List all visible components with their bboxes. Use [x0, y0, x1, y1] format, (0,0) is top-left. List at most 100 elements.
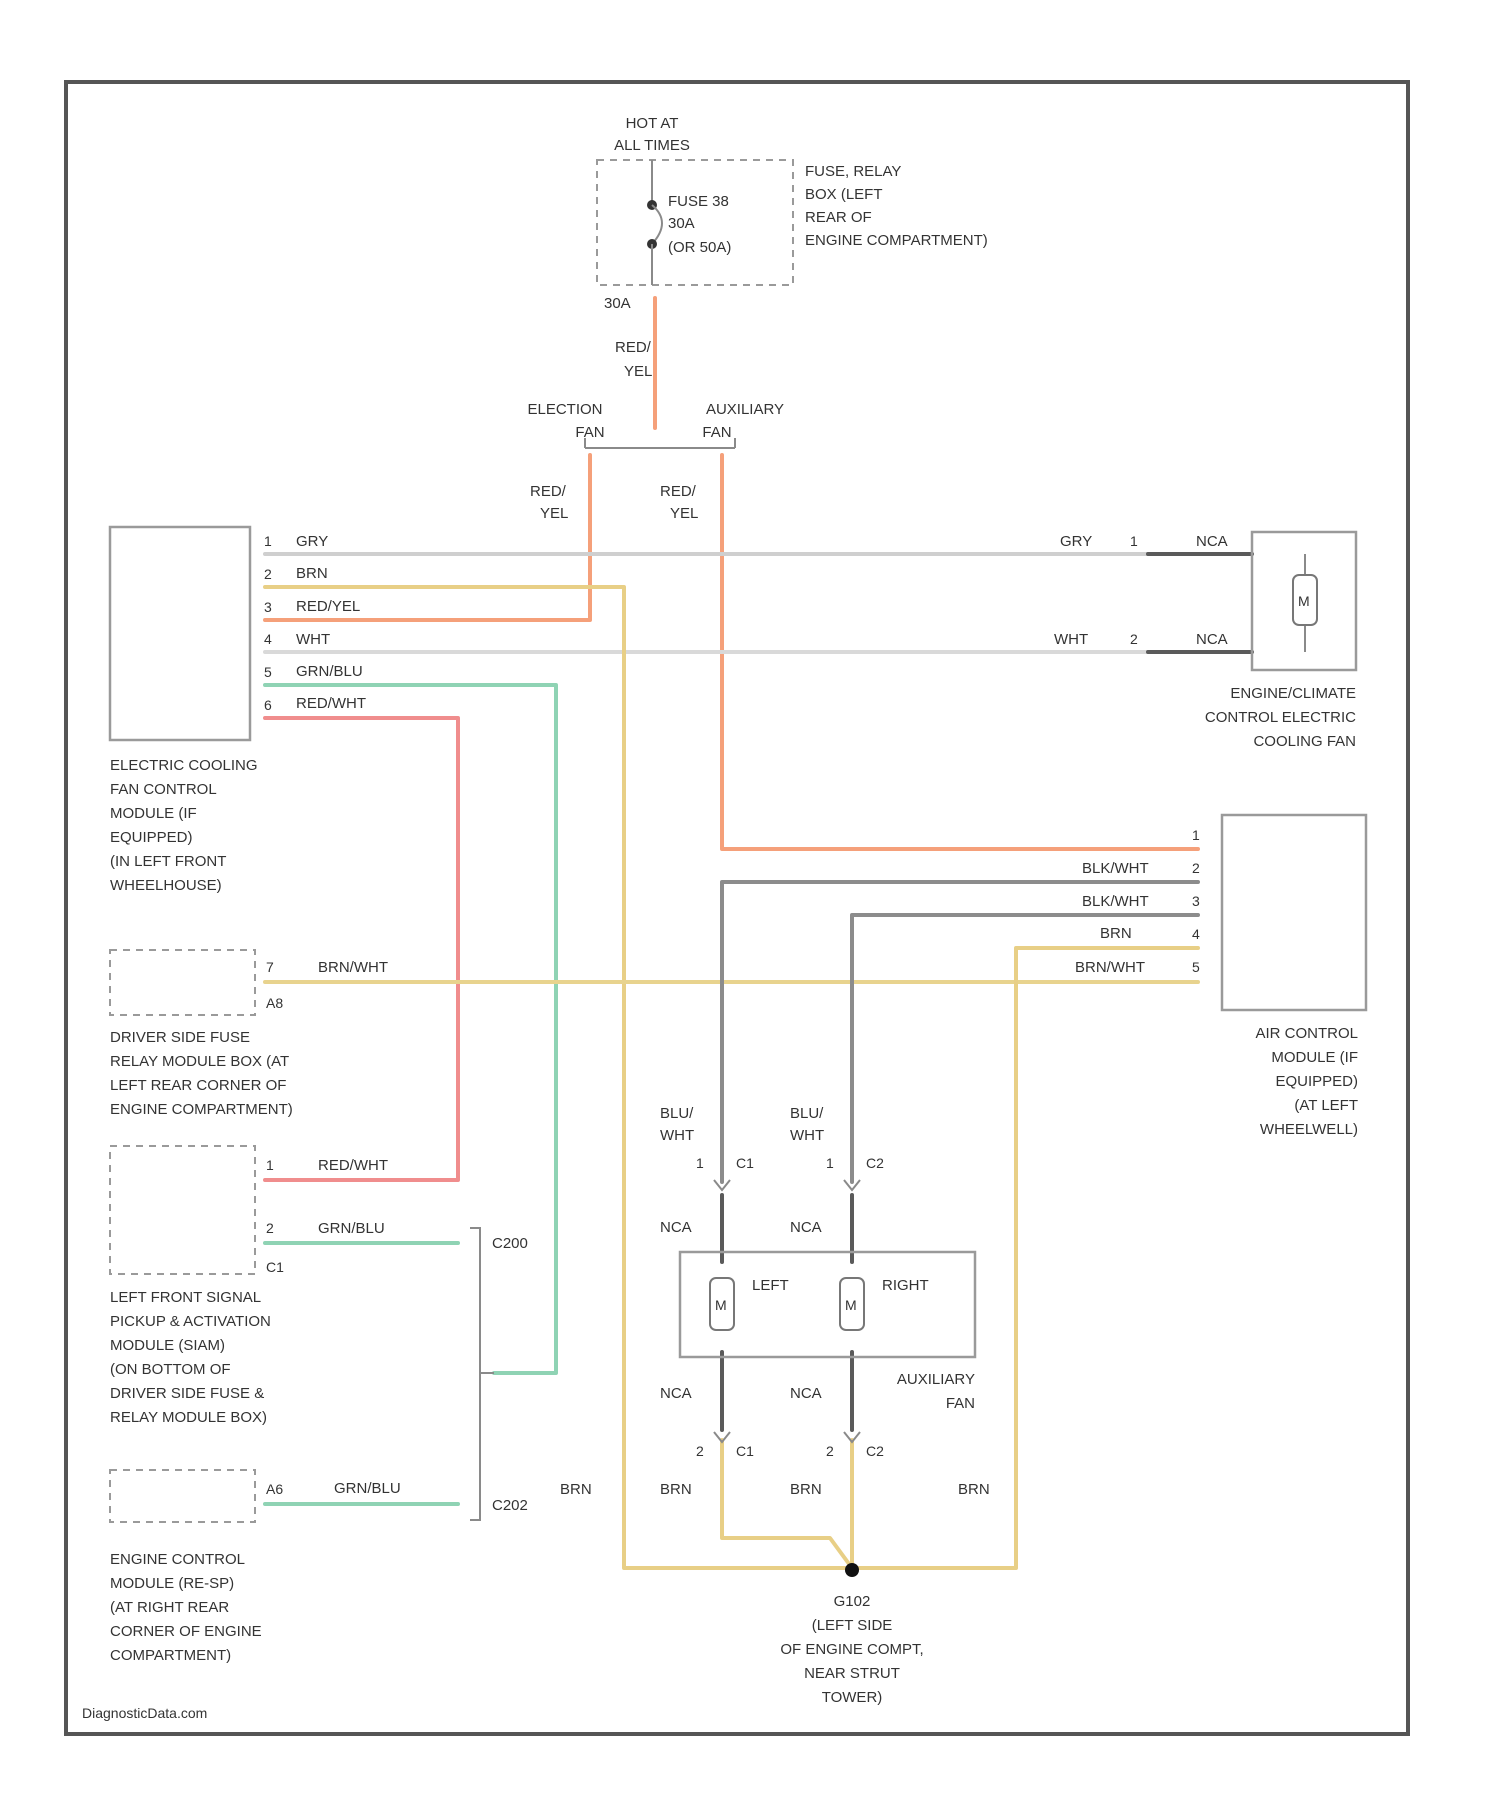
fuse-name: FUSE 38: [668, 193, 729, 210]
svg-text:LEFT FRONT SIGNAL: LEFT FRONT SIGNAL: [110, 1289, 261, 1306]
svg-text:WHEELHOUSE): WHEELHOUSE): [110, 877, 222, 894]
ground-g102: G102 (LEFT SIDE OF ENGINE COMPT, NEAR ST…: [780, 1563, 923, 1706]
air-control-module: 1 2 3 4 5 AIR CONTROL MODULE (IF EQUIPPE…: [1192, 815, 1366, 1138]
svg-text:2: 2: [1192, 860, 1200, 876]
wire-label-nca-fan-2: NCA: [1196, 631, 1228, 648]
svg-text:7: 7: [266, 959, 274, 975]
wire-label-gry-left: GRY: [296, 533, 328, 550]
wire-label-red-yel-left-2: YEL: [540, 505, 568, 522]
svg-text:AIR CONTROL: AIR CONTROL: [1255, 1025, 1358, 1042]
splice-left-2: FAN: [575, 424, 604, 441]
footer-watermark: DiagnosticData.com: [82, 1705, 207, 1721]
svg-text:WHEELWELL): WHEELWELL): [1260, 1121, 1358, 1138]
splice-right-2: FAN: [702, 424, 731, 441]
wire-label-blu-wht-right-1: BLU/: [790, 1105, 824, 1122]
svg-text:C1: C1: [736, 1443, 754, 1459]
fuse-box-outline: [597, 160, 793, 285]
svg-text:2: 2: [826, 1443, 834, 1459]
svg-text:M: M: [715, 1297, 727, 1313]
svg-text:4: 4: [1192, 926, 1200, 942]
wire-label-red-wht-bottom: RED/WHT: [318, 1157, 388, 1174]
wire-brn-ecfm: [265, 587, 852, 1568]
wire-label-wht-right: WHT: [1054, 631, 1088, 648]
wire-label-grn-blu-ecfm: GRN/BLU: [296, 663, 363, 680]
svg-text:1: 1: [264, 533, 272, 549]
svg-text:DRIVER SIDE FUSE &: DRIVER SIDE FUSE &: [110, 1385, 264, 1402]
wire-label-nca-4: NCA: [790, 1385, 822, 1402]
svg-text:3: 3: [264, 599, 272, 615]
svg-text:DRIVER SIDE FUSE: DRIVER SIDE FUSE: [110, 1029, 250, 1046]
auxiliary-fan: M M LEFT RIGHT AUXILIARY FAN: [680, 1252, 975, 1412]
svg-text:CONTROL ELECTRIC: CONTROL ELECTRIC: [1205, 709, 1356, 726]
svg-text:3: 3: [1192, 893, 1200, 909]
svg-text:NEAR STRUT: NEAR STRUT: [804, 1665, 900, 1682]
svg-text:ENGINE CONTROL: ENGINE CONTROL: [110, 1551, 245, 1568]
wire-label-blk-wht-1: BLK/WHT: [1082, 860, 1149, 877]
engine-control-module: A6 ENGINE CONTROL MODULE (RE-SP) (AT RIG…: [110, 1470, 283, 1664]
wire-label-red-yel-ecfm: RED/YEL: [296, 598, 360, 615]
svg-text:AUXILIARY: AUXILIARY: [897, 1371, 975, 1388]
svg-text:MODULE (SIAM): MODULE (SIAM): [110, 1337, 225, 1354]
wire-label-nca-1: NCA: [660, 1219, 692, 1236]
wire-label-red-yel-top-1: RED/: [615, 339, 652, 356]
svg-text:(LEFT SIDE: (LEFT SIDE: [812, 1617, 893, 1634]
svg-text:MODULE (IF: MODULE (IF: [1271, 1049, 1358, 1066]
wire-label-blk-wht-2: BLK/WHT: [1082, 893, 1149, 910]
wire-label-nca-3: NCA: [660, 1385, 692, 1402]
svg-text:CORNER OF ENGINE: CORNER OF ENGINE: [110, 1623, 262, 1640]
fuse-relay-box: HOT AT ALL TIMES FUSE 38 30A (OR 50A) FU…: [597, 115, 988, 312]
svg-text:ELECTRIC COOLING: ELECTRIC COOLING: [110, 757, 258, 774]
wire-label-brn-wht-left: BRN/WHT: [318, 959, 388, 976]
svg-text:(AT RIGHT REAR: (AT RIGHT REAR: [110, 1599, 229, 1616]
left-front-signal-module: 1 2 C1 LEFT FRONT SIGNAL PICKUP & ACTIVA…: [110, 1146, 284, 1426]
svg-text:FAN: FAN: [946, 1395, 975, 1412]
svg-text:LEFT: LEFT: [752, 1277, 789, 1294]
fuse-box-desc-4: ENGINE COMPARTMENT): [805, 232, 988, 249]
fuse-rating: 30A: [604, 295, 631, 312]
svg-text:A6: A6: [266, 1481, 283, 1497]
svg-text:5: 5: [1192, 959, 1200, 975]
splice-left-1: ELECTION: [527, 401, 602, 418]
wire-label-red-wht-top: RED/WHT: [296, 695, 366, 712]
wire-red-wht: [265, 718, 458, 1180]
svg-text:PICKUP & ACTIVATION: PICKUP & ACTIVATION: [110, 1313, 271, 1330]
wire-label-blu-wht-left-1: BLU/: [660, 1105, 694, 1122]
wire-grn-blu-ecfm: [265, 685, 556, 1373]
svg-text:COMPARTMENT): COMPARTMENT): [110, 1647, 231, 1664]
svg-text:ENGINE COMPARTMENT): ENGINE COMPARTMENT): [110, 1101, 293, 1118]
svg-text:(IN LEFT FRONT: (IN LEFT FRONT: [110, 853, 226, 870]
wire-label-brn-bottom-1: BRN: [560, 1481, 592, 1498]
svg-text:C1: C1: [266, 1259, 284, 1275]
fuse-hot-line-1: HOT AT: [626, 115, 679, 132]
svg-text:RELAY MODULE BOX (AT: RELAY MODULE BOX (AT: [110, 1053, 289, 1070]
wire-brn-aux: [852, 948, 1198, 1568]
svg-text:EQUIPPED): EQUIPPED): [110, 829, 193, 846]
fuse-box-desc-2: BOX (LEFT: [805, 186, 883, 203]
wire-label-blu-wht-left-2: WHT: [660, 1127, 694, 1144]
svg-text:M: M: [1298, 593, 1310, 609]
electric-cooling-fan-control-module: 1 2 3 4 5 6 ELECTRIC COOLING FAN CONTROL…: [110, 527, 272, 894]
svg-text:MODULE (IF: MODULE (IF: [110, 805, 197, 822]
svg-text:6: 6: [264, 697, 272, 713]
svg-text:4: 4: [264, 631, 272, 647]
wire-label-brn-aux: BRN: [1100, 925, 1132, 942]
svg-text:ENGINE/CLIMATE: ENGINE/CLIMATE: [1230, 685, 1356, 702]
svg-text:RELAY MODULE BOX): RELAY MODULE BOX): [110, 1409, 267, 1426]
wire-label-gry-right: GRY: [1060, 533, 1092, 550]
wire-brn-left-motor: [722, 1440, 852, 1568]
splice-right-1: AUXILIARY: [706, 401, 784, 418]
svg-text:G102: G102: [834, 1593, 871, 1610]
wire-label-nca-2: NCA: [790, 1219, 822, 1236]
wire-label-brn-bottom-2: BRN: [660, 1481, 692, 1498]
connector-c200: C200: [492, 1235, 528, 1252]
fuse-box-desc-3: REAR OF: [805, 209, 872, 226]
wire-label-red-yel-right-2: YEL: [670, 505, 698, 522]
svg-text:EQUIPPED): EQUIPPED): [1275, 1073, 1358, 1090]
svg-text:FAN CONTROL: FAN CONTROL: [110, 781, 217, 798]
wire-label-red-yel-left-1: RED/: [530, 483, 567, 500]
fuse-amp: 30A: [668, 215, 695, 232]
svg-text:C2: C2: [866, 1155, 884, 1171]
wire-label-brn-bottom-4: BRN: [958, 1481, 990, 1498]
wire-blk-wht-right: [852, 915, 1198, 1182]
